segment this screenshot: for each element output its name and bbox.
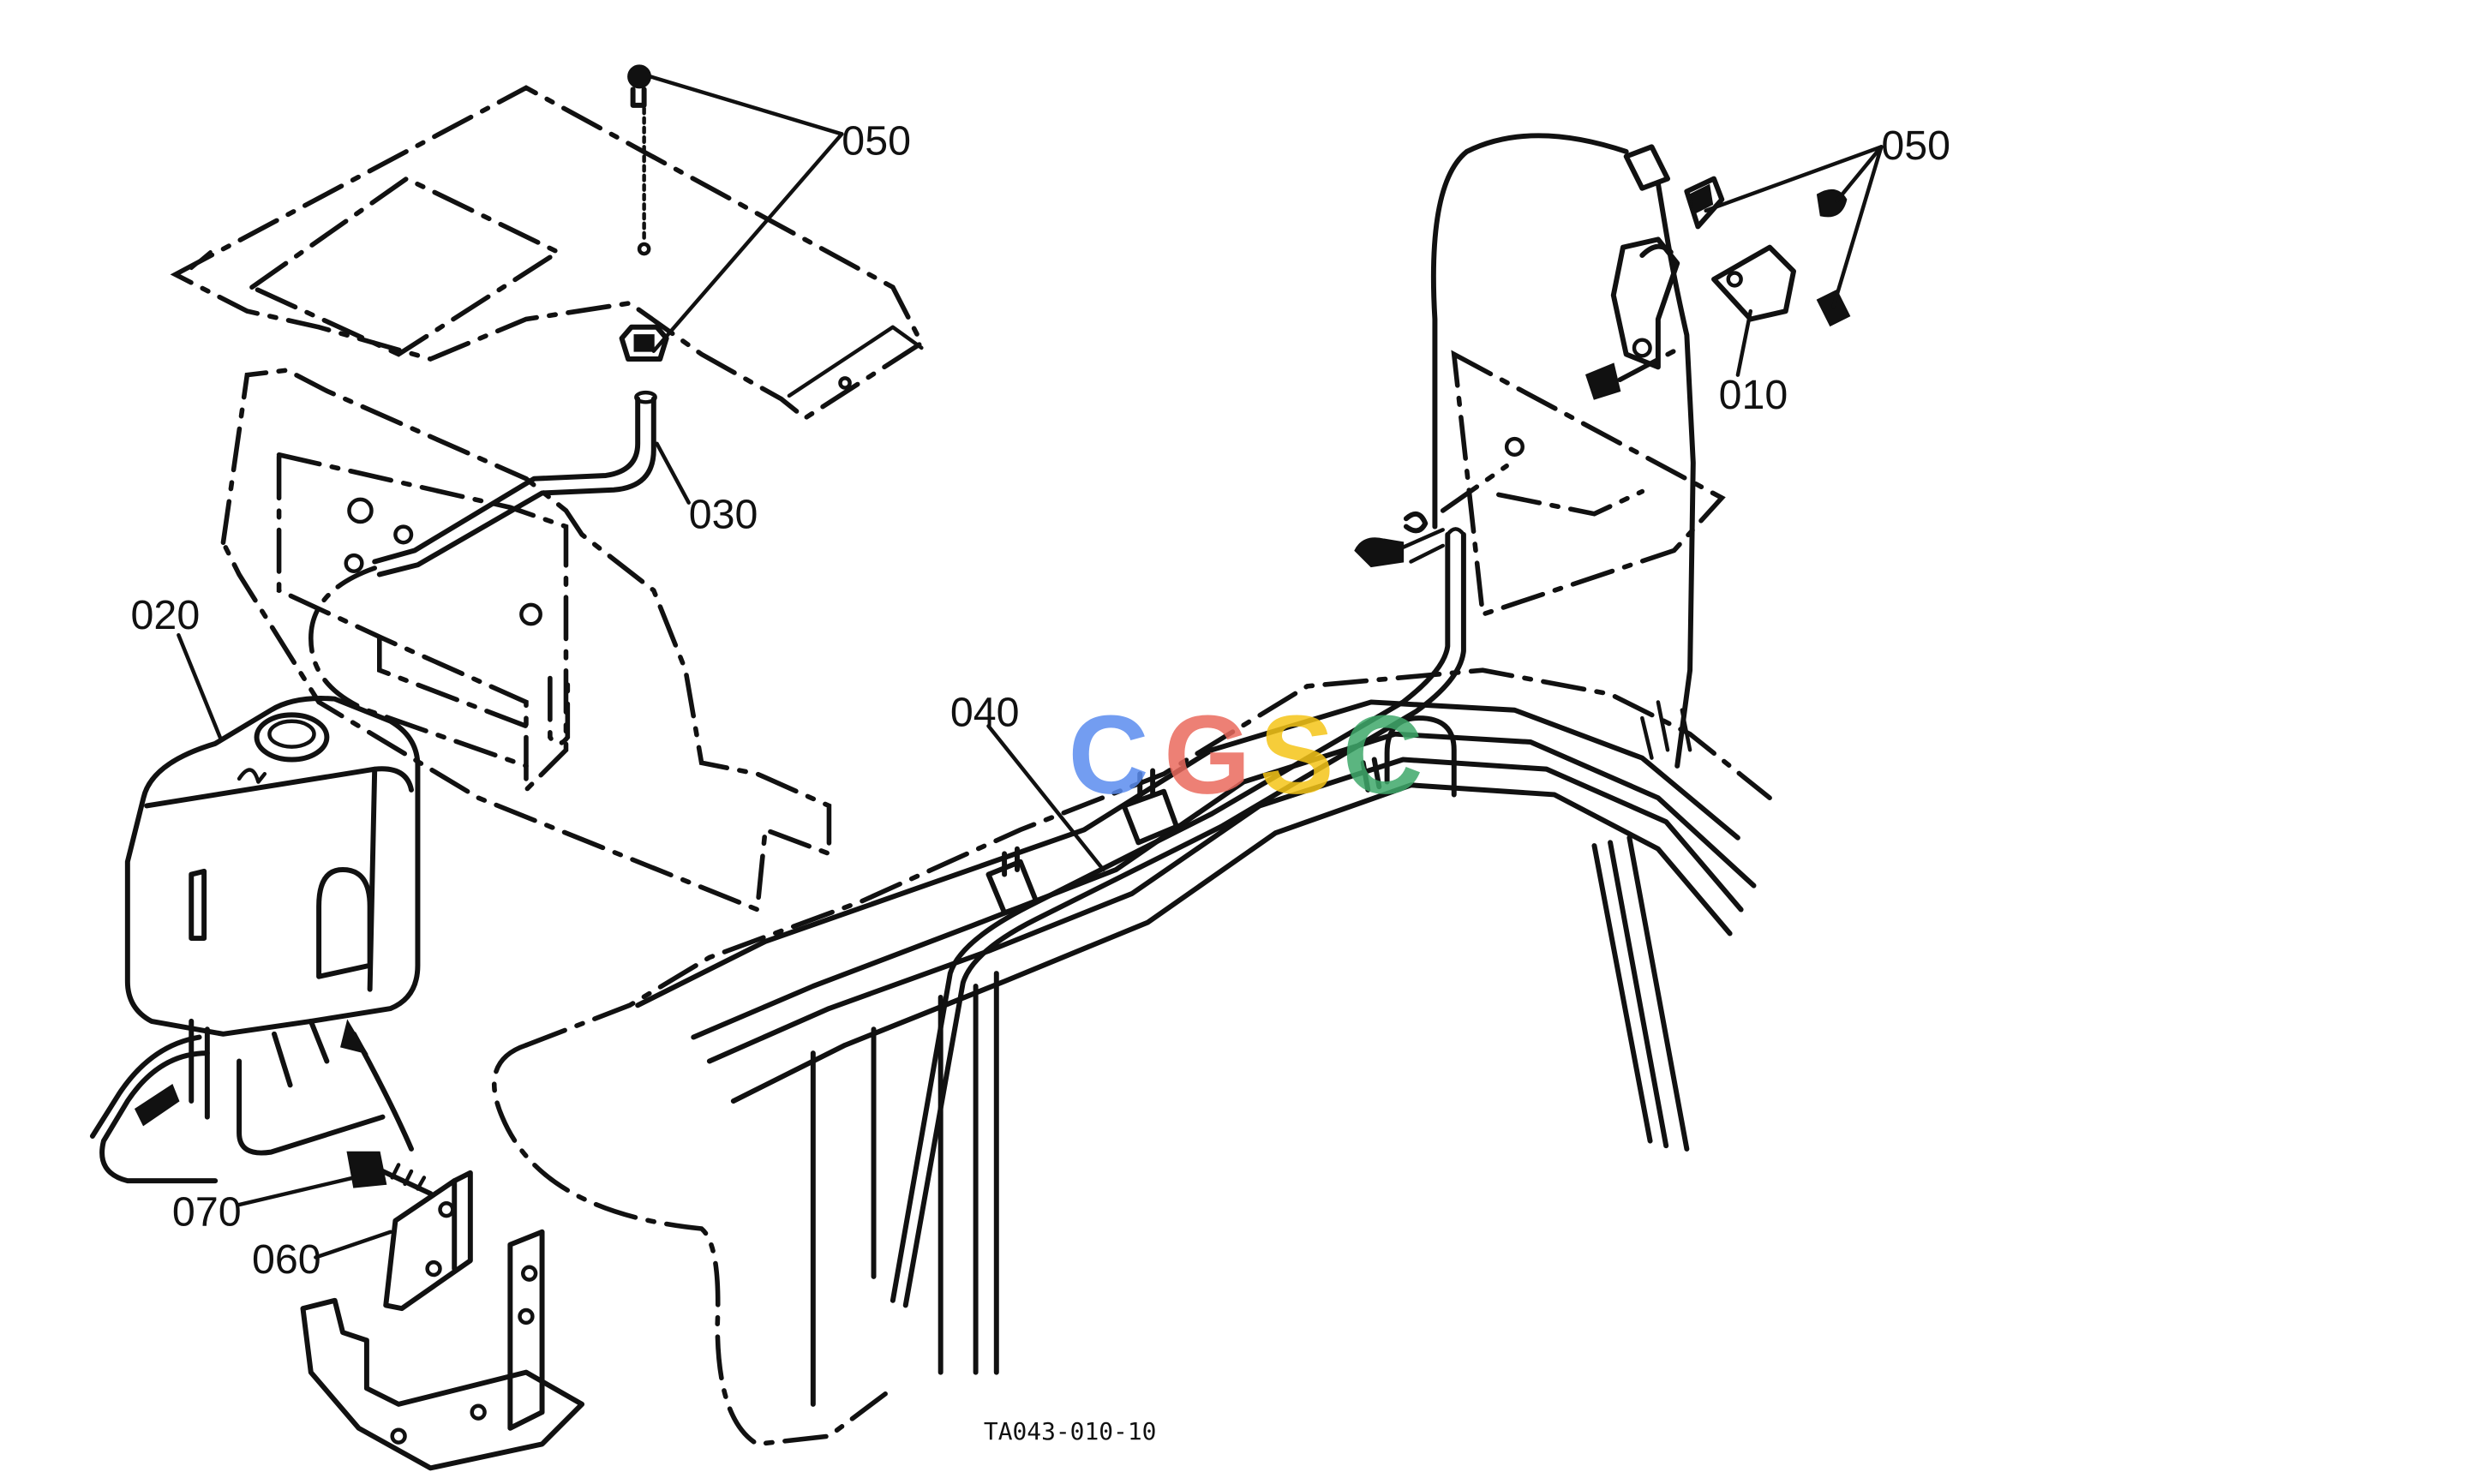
figure-code: TA043-010-10 <box>984 1417 1157 1445</box>
mounting-bracket-plate <box>220 368 832 913</box>
washer-tank-020 <box>89 696 421 1184</box>
upper-hose <box>1430 133 1696 769</box>
label-060: 060 <box>252 1236 321 1283</box>
leader-lines <box>177 75 1884 1260</box>
bracket-060 <box>300 1170 585 1471</box>
label-040: 040 <box>950 689 1020 735</box>
watermark-letter-c2: C <box>1343 692 1423 817</box>
hose-040 <box>890 527 1466 1308</box>
assembly-arrow-head <box>340 1019 368 1055</box>
label-030: 030 <box>689 491 758 537</box>
top-cover-panel <box>170 85 925 422</box>
bolt-070 <box>346 1151 434 1197</box>
watermark-letter-s: S <box>1260 692 1334 817</box>
glass-panel <box>1451 350 1726 618</box>
label-050-left: 050 <box>842 118 911 165</box>
label-020: 020 <box>131 592 201 638</box>
label-070: 070 <box>172 1188 242 1235</box>
label-050-right: 050 <box>1881 123 1950 169</box>
label-010: 010 <box>1719 372 1788 418</box>
cab-frame <box>492 667 1772 1447</box>
watermark-letter-g: G <box>1164 692 1250 817</box>
watermark-logo: C G S C <box>1069 692 1423 817</box>
hose-030 <box>308 390 657 769</box>
watermark-letter-c1: C <box>1069 692 1149 817</box>
